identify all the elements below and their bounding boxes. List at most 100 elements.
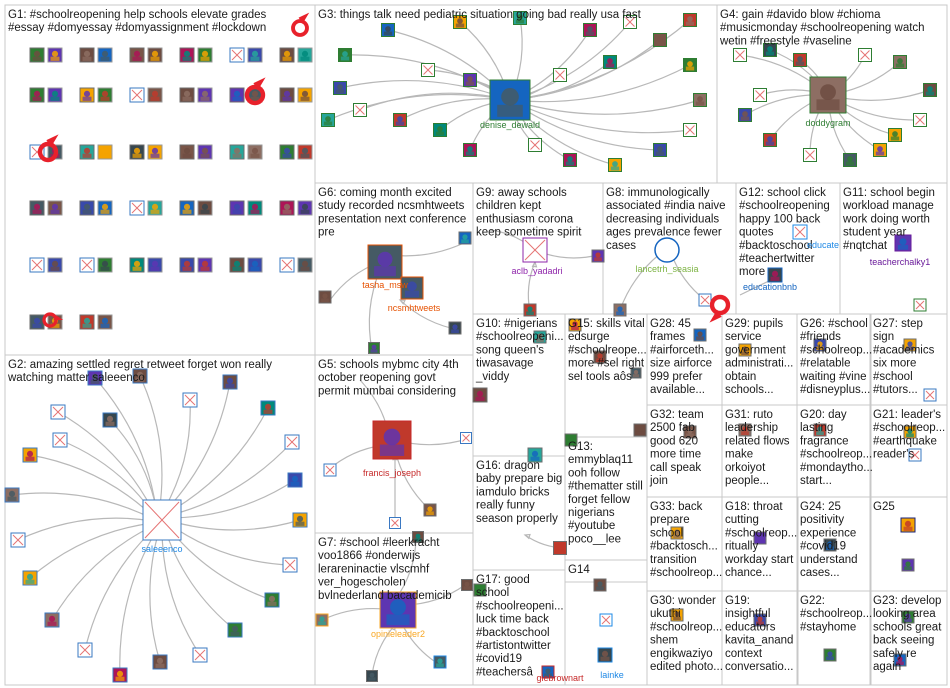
group-label-g21-line: #earthquake: [873, 435, 937, 447]
avatar-body: [301, 210, 310, 214]
avatar-body: [324, 122, 332, 126]
avatar-body: [233, 97, 242, 101]
avatar-body: [301, 267, 310, 271]
avatar-face: [905, 561, 910, 566]
hub-label-saleeenco[interactable]: saleeenco: [141, 544, 182, 554]
avatar-body: [251, 154, 260, 158]
avatar-body: [233, 154, 242, 158]
avatar-face: [284, 148, 290, 154]
group-label-g17-line: #backtoschool: [476, 627, 550, 639]
group-label-g14-line: G14: [568, 564, 590, 576]
hub-label-educationbnb[interactable]: educationbnb: [743, 282, 797, 292]
group-label-g29-line: obtain: [725, 371, 756, 383]
avatar-body: [233, 267, 242, 271]
avatar-face: [265, 404, 271, 410]
avatar-body: [896, 64, 904, 68]
hub-label-aclb-yadadri[interactable]: aclb_yadadri: [511, 266, 562, 276]
group-label-g20-line: lasting: [800, 422, 833, 434]
group-label-g17-line: #schoolreopeni...: [476, 600, 564, 612]
avatar-body: [766, 142, 774, 146]
hub-label-ncsmhtweets[interactable]: ncsmhtweets: [388, 303, 441, 313]
avatar-body: [151, 97, 160, 101]
group-label-g17-line: #artistontwitter: [476, 640, 551, 652]
group-label-g31-line: orkoiyot: [725, 462, 766, 474]
avatar-face: [567, 156, 573, 162]
avatar-body: [336, 90, 344, 94]
group-label-g10-line: song queen's: [476, 344, 544, 356]
avatar-body: [201, 57, 210, 61]
avatar-face: [697, 96, 703, 102]
avatar-face: [52, 91, 58, 97]
avatar-body: [826, 656, 834, 660]
avatar-body: [904, 566, 912, 570]
group-label-g19-line: kavita_anand: [725, 635, 793, 647]
avatar-face: [657, 146, 663, 152]
avatar-face: [462, 234, 467, 239]
hub-label-lainke[interactable]: lainke: [600, 670, 624, 680]
avatar-body: [476, 397, 485, 401]
group-label-g29-line: service: [725, 331, 761, 343]
group-label-g26-line: #schoolreop...: [800, 344, 872, 356]
group-label-g17-line: G17: good: [476, 574, 530, 586]
avatar-face: [252, 204, 258, 210]
group-label-layer: G1: #schoolreopening help schools elevat…: [7, 9, 945, 678]
avatar-face: [325, 116, 331, 122]
group-label-g7-line: ver_hogescholen: [318, 577, 406, 589]
edge: [162, 400, 191, 514]
hub-label-teacherchalky1[interactable]: teacherchalky1: [870, 257, 931, 267]
avatar-body: [51, 267, 60, 271]
hub-label-educate[interactable]: educate: [807, 240, 839, 250]
group-label-g13-line: G13:: [568, 441, 593, 453]
group-label-g12-line: #schoolreopening: [739, 200, 830, 212]
avatar-face: [467, 76, 473, 82]
group-label-g15-line: more #sel right: [568, 358, 645, 370]
avatar-face: [427, 506, 432, 511]
avatar-body: [101, 267, 110, 271]
avatar-face: [597, 581, 602, 586]
avatar-face: [527, 306, 532, 311]
hub-label-tasha-msw[interactable]: tasha_msw: [362, 280, 408, 290]
avatar-face: [152, 91, 158, 97]
avatar-body: [656, 152, 664, 156]
avatar-body: [8, 497, 17, 501]
hub-label-giebrownart[interactable]: giebrownart: [536, 673, 584, 683]
avatar-body: [686, 67, 694, 71]
avatar-body: [226, 384, 235, 388]
group-label-g5-line: october reopening govt: [318, 372, 436, 384]
group-label-g26-line: G26: #school: [800, 318, 868, 330]
avatar-body: [436, 663, 444, 667]
hub-label-lancetrh-seasia[interactable]: lancetrh_seasia: [635, 264, 698, 274]
avatar-body: [231, 632, 240, 636]
group-label-g20-line: fragrance: [800, 435, 849, 447]
avatar-body: [816, 99, 839, 110]
group-label-g31-line: people...: [725, 475, 769, 487]
group-label-g17-line: #covid19: [476, 653, 522, 665]
avatar-face: [84, 318, 90, 324]
group-label-g31-line: related flows: [725, 435, 790, 447]
avatar-body: [251, 267, 260, 271]
group-label-g11-line: student year: [843, 227, 906, 239]
lancet-logo-icon[interactable]: [655, 238, 679, 262]
group-label-g23-line: looking area: [873, 608, 936, 620]
group-label-g20-line: #mondaytho...: [800, 462, 873, 474]
edge: [166, 524, 272, 600]
avatar-body: [461, 239, 469, 243]
avatar-body: [633, 374, 639, 377]
avatar-face: [34, 318, 40, 324]
group-label-g9-line: keep sometime spirit: [476, 227, 582, 239]
avatar-body: [741, 117, 749, 121]
group-label-g13-line: #thematter still: [568, 481, 643, 493]
hub-label-opinieleader2[interactable]: opinieleader2: [371, 629, 425, 639]
group-label-g13-line: emmyblaq11: [568, 454, 633, 466]
group-label-g23-line: safely re: [873, 648, 916, 660]
group-label-g18-line: cutting: [725, 514, 759, 526]
hub-label-francis-joseph[interactable]: francis_joseph: [363, 468, 421, 478]
group-label-g11-line: #nqtchat: [843, 240, 888, 252]
group-label-g18-line: #schoolreop...: [725, 527, 797, 539]
avatar-body: [606, 64, 614, 68]
group-label-g16-line: season properly: [476, 513, 558, 525]
hub-label-doddygram[interactable]: doddygram: [805, 118, 850, 128]
avatar-face: [34, 91, 40, 97]
group-label-g6-line: study recorded ncsmhtweets: [318, 200, 465, 212]
hub-label-denise-dewald[interactable]: denise_dewald: [480, 120, 540, 130]
